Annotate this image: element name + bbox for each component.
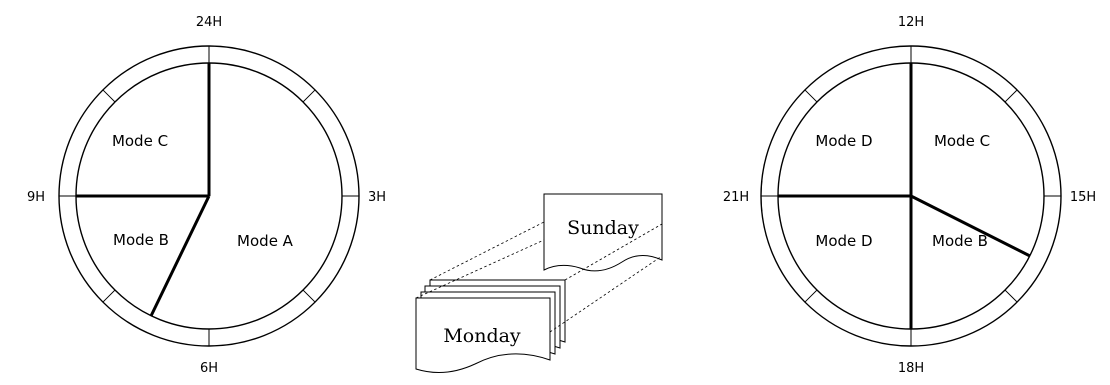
projection-line-middle xyxy=(415,239,545,299)
right-clock-tick-3 xyxy=(1004,289,1018,303)
calendar-enlarged-page xyxy=(543,193,663,272)
right-clock-tick-7 xyxy=(804,89,818,103)
left-clock-label-left: 9H xyxy=(27,190,45,205)
right-clock-label-right: 15H xyxy=(1070,190,1096,205)
left-clock-tick-1 xyxy=(302,89,316,103)
left-clock-mode-b: Mode B xyxy=(113,231,169,249)
left-clock-tick-7 xyxy=(102,89,116,103)
right-clock-mode-d-upper: Mode D xyxy=(815,132,872,150)
left-clock-ticks xyxy=(59,46,359,346)
left-clock-mode-c: Mode C xyxy=(112,132,168,150)
left-clock-label-right: 3H xyxy=(368,190,386,205)
right-clock-mode-d-lower: Mode D xyxy=(815,232,872,250)
left-clock-label-top: 24H xyxy=(196,15,222,30)
left-clock-tick-3 xyxy=(302,289,316,303)
projection-line-right-top xyxy=(564,223,663,281)
calendar-pages: Monday Sunday xyxy=(415,193,663,374)
calendar-front-day-label: Monday xyxy=(443,325,521,347)
left-clock-hand-mode-a-b xyxy=(149,195,211,317)
left-clock-label-bottom: 6H xyxy=(200,361,218,376)
right-clock-mode-c: Mode C xyxy=(934,132,990,150)
projection-line-top xyxy=(429,221,545,281)
right-clock-tick-5 xyxy=(804,289,818,303)
right-clock-label-left: 21H xyxy=(723,190,749,205)
right-clock-hand-mode-b xyxy=(910,194,1031,258)
calendar-enlarged-day-label: Sunday xyxy=(567,217,639,239)
left-clock: 24H 3H 6H 9H Mode C Mode B Mode A xyxy=(27,15,386,376)
right-clock-label-bottom: 18H xyxy=(898,361,924,376)
left-clock-tick-5 xyxy=(102,289,116,303)
right-clock-mode-b: Mode B xyxy=(932,232,988,250)
right-clock-ticks xyxy=(761,46,1061,346)
right-clock: 12H 15H 18H 21H Mode D Mode C Mode D Mod… xyxy=(723,15,1096,376)
right-clock-label-top: 12H xyxy=(898,15,924,30)
right-clock-tick-1 xyxy=(1004,89,1018,103)
left-clock-mode-a: Mode A xyxy=(237,232,294,250)
calendar-front-page xyxy=(415,297,551,374)
